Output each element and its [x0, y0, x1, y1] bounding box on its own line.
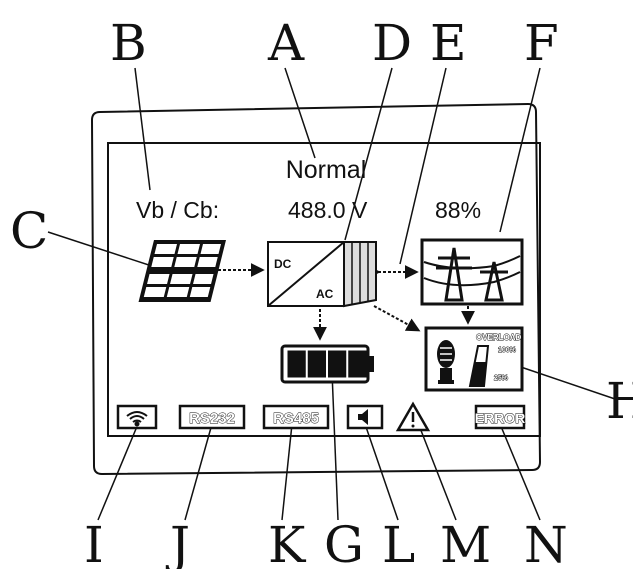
callout-B: B — [110, 14, 147, 72]
solar-panel-icon — [138, 240, 226, 302]
leader-lines — [47, 67, 619, 521]
battery-readout: Vb / Cb: 488.0 V 88% — [136, 197, 481, 223]
display-frame — [90, 102, 542, 476]
leader-I — [97, 423, 139, 521]
indicator-row: RS232 RS485 ERROR — [116, 401, 526, 432]
grid-tower-icon — [420, 238, 524, 306]
rs485-label: RS485 — [273, 410, 319, 427]
arrow-inverter-load — [373, 305, 421, 332]
callout-E: E — [430, 14, 467, 72]
battery-capacity: 88% — [435, 197, 481, 223]
leader-G — [331, 371, 339, 521]
bulb-icon — [437, 340, 455, 384]
overload-label: OVERLOAD — [476, 333, 522, 342]
callout-D: D — [372, 14, 412, 72]
leader-F — [499, 67, 541, 233]
battery-bar-icon — [280, 344, 374, 384]
callout-K: K — [268, 516, 307, 569]
inverter-dc-label: DC — [274, 257, 292, 271]
leader-H — [511, 363, 619, 401]
leader-E — [399, 67, 447, 265]
rs232-indicator: RS232 — [178, 404, 246, 430]
wifi-indicator — [116, 404, 158, 430]
leader-C — [47, 231, 159, 269]
callout-labels: B A D E F C H I J K G L M N — [10, 14, 633, 569]
callout-J: J — [165, 516, 190, 569]
rs232-label: RS232 — [189, 410, 235, 427]
flow-arrows — [218, 263, 475, 341]
callout-H: H — [606, 372, 633, 430]
callout-I: I — [84, 516, 104, 569]
speaker-indicator — [346, 404, 384, 430]
callout-L: L — [382, 516, 415, 569]
error-label: ERROR — [475, 410, 526, 426]
battery-segment — [348, 350, 367, 378]
leader-K — [281, 423, 293, 521]
error-indicator: ERROR — [474, 404, 526, 430]
wifi-icon — [126, 411, 148, 427]
callout-G: G — [324, 516, 364, 569]
callout-F: F — [524, 14, 559, 72]
leader-B — [134, 67, 151, 191]
load-icon: OVERLOAD 100% 25% — [424, 326, 524, 392]
load-gauge-fill — [470, 362, 487, 386]
leader-A — [284, 67, 316, 159]
battery-segments — [287, 350, 367, 378]
warning-triangle-icon — [395, 401, 431, 432]
battery-voltage: 488.0 V — [288, 197, 368, 223]
callout-A: A — [267, 14, 305, 72]
leader-D — [344, 67, 393, 241]
inverter-ac-label: AC — [316, 287, 334, 301]
leader-J — [184, 423, 213, 521]
callout-M: M — [440, 516, 491, 569]
rs485-indicator: RS485 — [262, 404, 330, 430]
battery-segment — [287, 350, 306, 378]
callout-N: N — [524, 516, 568, 569]
speaker-icon — [358, 409, 368, 425]
battery-label: Vb / Cb: — [136, 197, 219, 223]
inverter-icon: DC AC — [267, 241, 377, 308]
leader-N — [499, 423, 541, 521]
callout-C: C — [10, 202, 48, 260]
battery-segment — [328, 350, 347, 378]
load-min-label: 25% — [494, 375, 509, 382]
status-text: Normal — [286, 156, 367, 184]
leader-L — [364, 423, 399, 521]
load-max-label: 100% — [498, 347, 517, 354]
battery-segment — [307, 350, 326, 378]
